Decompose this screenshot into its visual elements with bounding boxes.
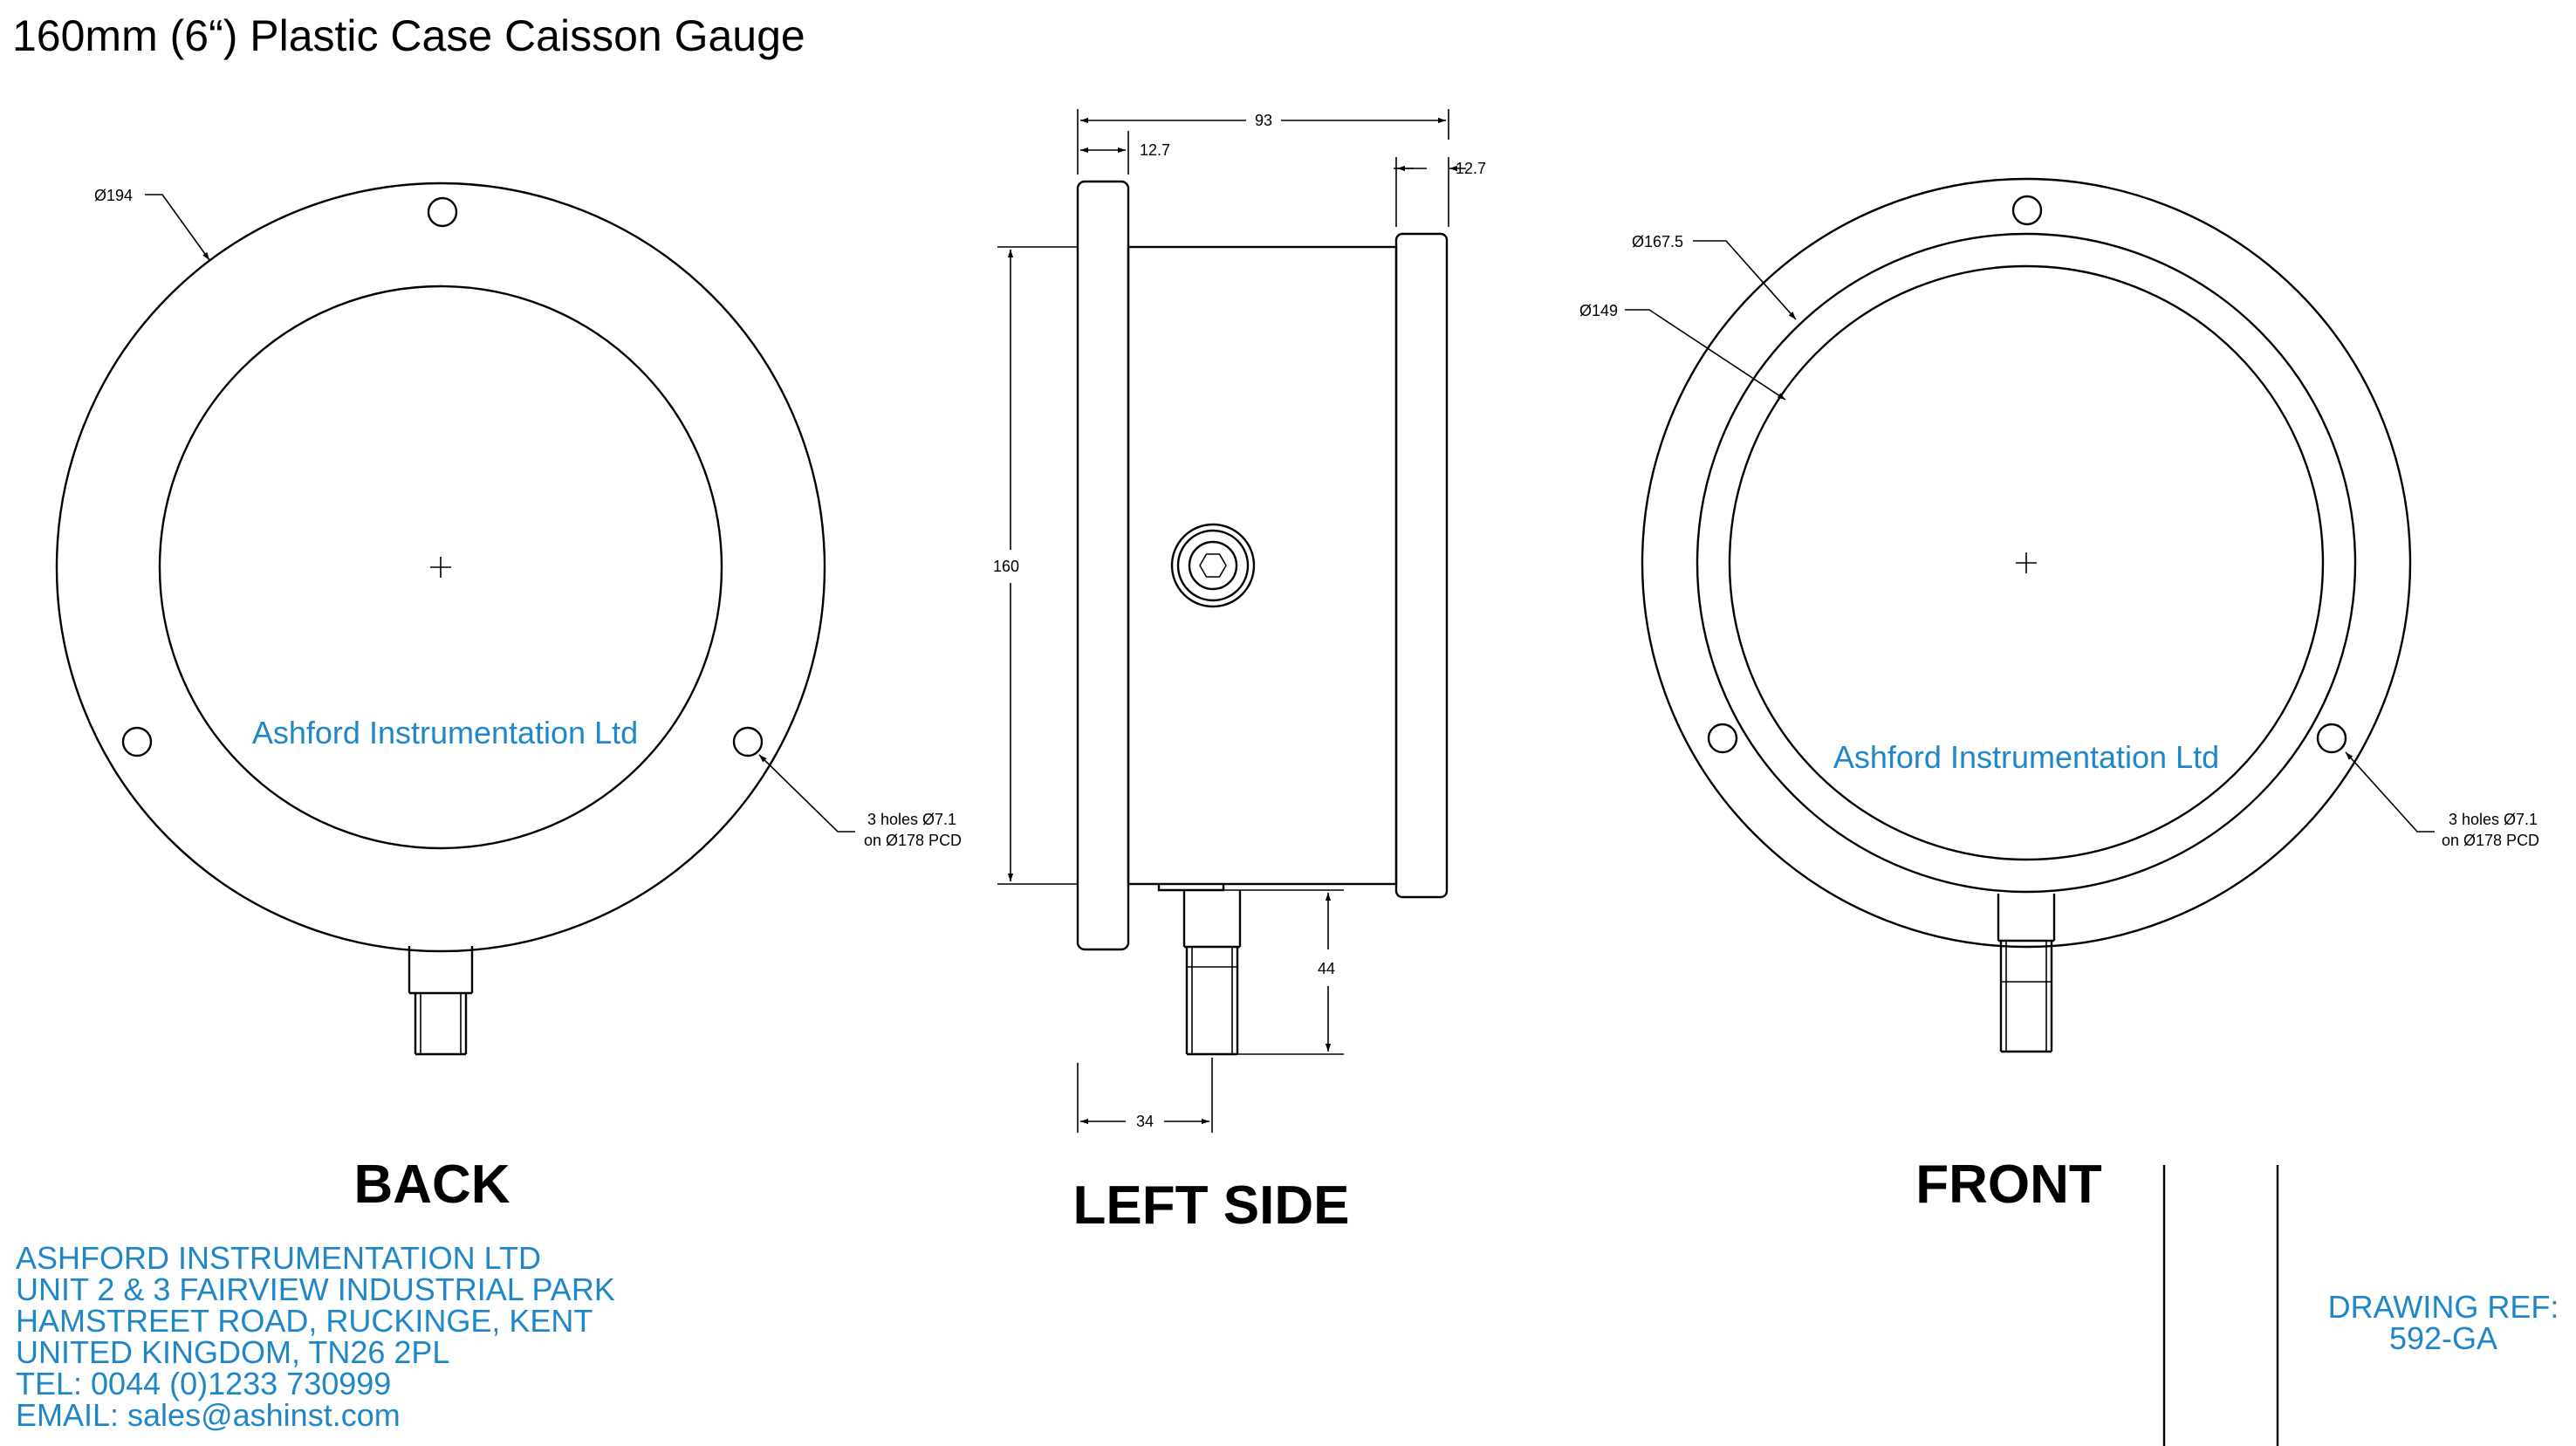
- front-center-mark: [2016, 552, 2037, 573]
- back-outer-dia-label: Ø194: [94, 187, 133, 204]
- drawing-ref-label: DRAWING REF:: [2328, 1289, 2559, 1325]
- front-middle-circle: [1696, 232, 2357, 894]
- back-mount-hole-left: [121, 726, 153, 757]
- drawing-ref-value: 592-GA: [2389, 1320, 2497, 1356]
- side-plug-ring: [1176, 529, 1250, 602]
- left-side-view-label: LEFT SIDE: [1073, 1175, 1350, 1236]
- front-inner-circle: [1728, 264, 2325, 861]
- back-stem: [408, 946, 474, 1056]
- side-plug-hex: [1199, 553, 1227, 578]
- side-stem: [1182, 890, 1242, 1056]
- address-line-3: HAMSTREET ROAD, RUCKINGE, KENT: [16, 1303, 593, 1339]
- drawing-title: 160mm (6“) Plastic Case Caisson Gauge: [12, 11, 805, 60]
- back-holes-label-1: 3 holes Ø7.1: [867, 811, 956, 828]
- dim-stem-length: 44: [1318, 960, 1335, 977]
- front-holes-leader: [2345, 751, 2435, 833]
- title-block: DRAWING REF: 592-GA: [2162, 1165, 2559, 1446]
- address-line-1: ASHFORD INSTRUMENTATION LTD: [16, 1240, 541, 1276]
- address-line-4: UNITED KINGDOM, TN26 2PL: [16, 1334, 449, 1370]
- front-outer-circle: [1641, 177, 2412, 949]
- back-holes-label-2: on Ø178 PCD: [864, 832, 962, 849]
- side-plug-inner: [1188, 540, 1238, 591]
- side-socket: [1157, 884, 1225, 892]
- dim-overall-depth: 93: [1255, 112, 1272, 129]
- front-mount-hole-right: [2316, 723, 2347, 754]
- side-flange: [1076, 180, 1130, 951]
- side-case-body: [1127, 245, 1398, 886]
- front-mount-hole-left: [1707, 723, 1738, 754]
- back-inner-circle: [158, 284, 723, 850]
- side-plug-outer: [1170, 523, 1256, 608]
- back-dia-leader: [145, 194, 210, 261]
- back-mount-hole-top: [427, 196, 458, 228]
- front-dia-a-leader: [1693, 240, 1797, 320]
- front-dia-b-label: Ø149: [1579, 302, 1618, 319]
- side-bezel: [1394, 232, 1449, 899]
- front-view: Ashford Instrumentation Ltd Ø167.5 Ø149 …: [1579, 177, 2539, 1215]
- front-holes-label-2: on Ø178 PCD: [2442, 832, 2539, 849]
- front-dia-b-leader: [1625, 309, 1786, 401]
- back-mount-hole-right: [732, 726, 764, 757]
- back-holes-leader: [758, 754, 855, 833]
- address-line-2: UNIT 2 & 3 FAIRVIEW INDUSTRIAL PARK: [16, 1271, 615, 1307]
- back-brand-text: Ashford Instrumentation Ltd: [252, 715, 638, 750]
- front-brand-text: Ashford Instrumentation Ltd: [1833, 739, 2219, 775]
- front-holes-label-1: 3 holes Ø7.1: [2449, 811, 2538, 828]
- dim-case-height: 160: [993, 558, 1019, 575]
- address-line-6: EMAIL: sales@ashinst.com: [16, 1397, 401, 1433]
- back-view: Ashford Instrumentation Ltd Ø194 3 holes…: [55, 182, 962, 1215]
- address-line-5: TEL: 0044 (0)1233 730999: [16, 1366, 391, 1401]
- dim-stem-offset: 34: [1136, 1113, 1154, 1130]
- front-view-label: FRONT: [1915, 1155, 2102, 1215]
- back-outer-circle: [55, 182, 826, 953]
- back-center-mark: [430, 557, 451, 578]
- company-address: ASHFORD INSTRUMENTATION LTD UNIT 2 & 3 F…: [16, 1240, 615, 1433]
- dim-flange-thickness: 12.7: [1140, 141, 1170, 159]
- front-stem: [1997, 894, 2056, 1053]
- front-mount-hole-top: [2011, 195, 2043, 226]
- front-dia-a-label: Ø167.5: [1632, 233, 1683, 250]
- dim-bezel-thickness: 12.7: [1456, 160, 1486, 177]
- left-side-view: 93 12.7 12.7 160 44 34 LEFT SIDE: [993, 109, 1486, 1236]
- back-view-label: BACK: [353, 1155, 510, 1215]
